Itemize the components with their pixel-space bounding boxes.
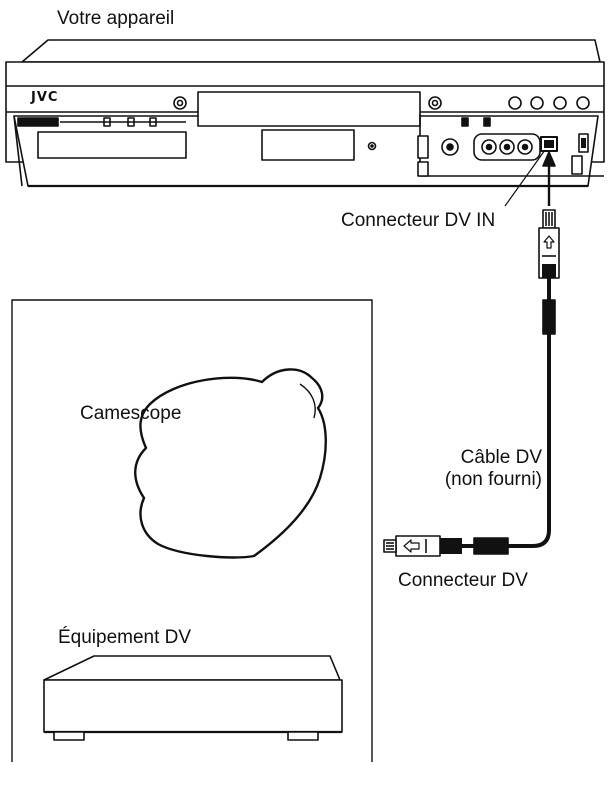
camcorder-label: Camescope	[80, 403, 182, 424]
cable-label-line1: Câble DV	[460, 447, 542, 468]
dv-in-leader-line	[504, 149, 546, 207]
dv-equipment-label: Équipement DV	[58, 627, 192, 648]
brand-logo: JVC	[31, 90, 59, 105]
device-label: Votre appareil	[57, 8, 175, 29]
plug-top-icon	[538, 209, 560, 300]
camcorder-icon	[134, 368, 327, 559]
recorder-icon	[5, 39, 605, 188]
dv-connector-label: Connecteur DV	[398, 570, 528, 591]
dv-in-connector-label: Connecteur DV IN	[341, 210, 496, 231]
equipment-frame	[11, 299, 373, 762]
dv-cable	[383, 151, 560, 557]
cable-label-line2: (non fourni)	[444, 469, 542, 490]
plug-bottom-icon	[383, 535, 462, 557]
cable-label: Câble DV (non fourni)	[412, 447, 542, 491]
dv-equipment-icon	[43, 655, 343, 741]
